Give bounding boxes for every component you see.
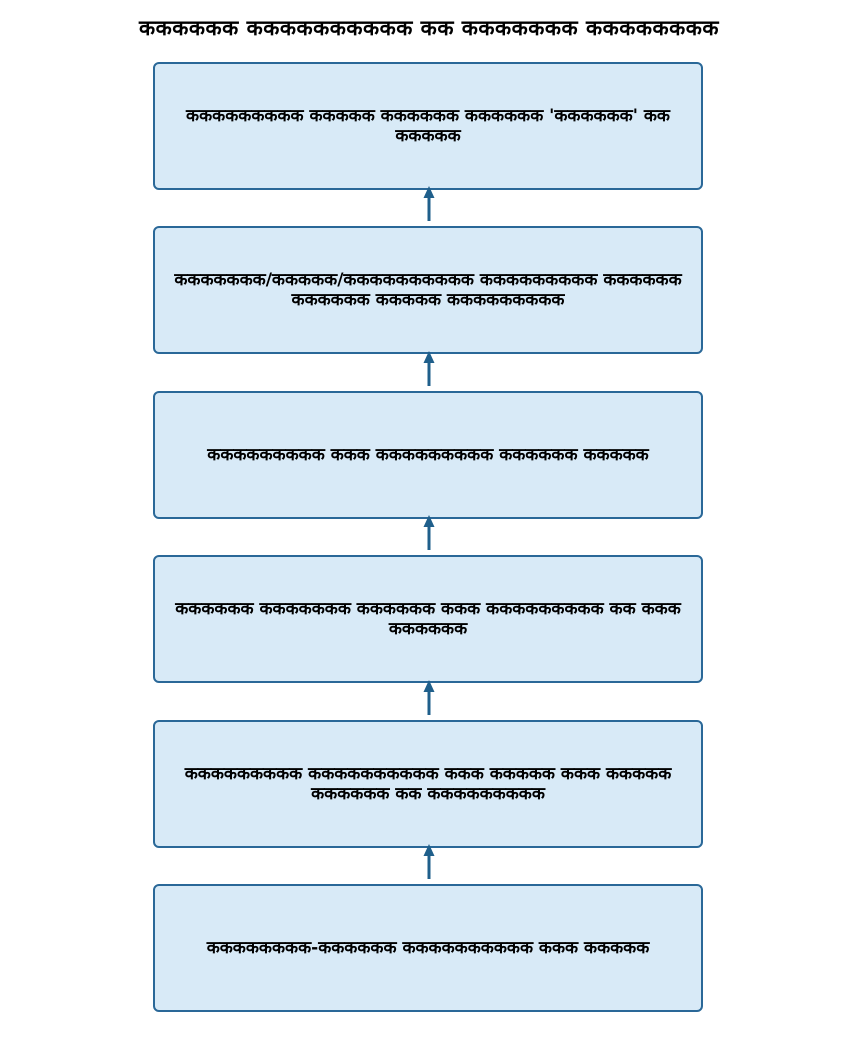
flow-arrow-5 <box>423 844 435 879</box>
step-box-6: कककककककक-कककककक कककककककककक ककक ककककक <box>153 884 703 1012</box>
flow-arrow-4 <box>423 680 435 715</box>
step-box-3: ककककककककक ककक ककककककककक कककककक ककककक <box>153 391 703 519</box>
diagram-title: कककककक कककककककककक कक ककककककक कककककककक <box>139 16 719 40</box>
flow-arrow-3 <box>423 515 435 550</box>
step-label-2: ककककककक/ककककक/कककककककककक ककककककककक ककककक… <box>174 269 682 310</box>
step-label-4: कककककक ककककककक कककककक ककक ककककककककक कक क… <box>175 598 681 639</box>
step-label-3: ककककककककक ककक ककककककककक कककककक ककककक <box>207 444 649 465</box>
step-box-4: कककककक ककककककक कककककक ककक ककककककककक कक क… <box>153 555 703 683</box>
step-label-6: कककककककक-कककककक कककककककककक ककक ककककक <box>206 937 650 958</box>
flow-arrow-2 <box>423 351 435 386</box>
step-label-1: ककककककककक ककककक कककककक कककककक 'कककककक' क… <box>186 105 670 146</box>
flow-arrow-1 <box>423 186 435 221</box>
step-box-5: ककककककककक कककककककककक ककक ककककक ककक ककककक… <box>153 720 703 848</box>
step-label-5: ककककककककक कककककककककक ककक ककककक ककक ककककक… <box>184 763 672 804</box>
step-box-2: ककककककक/ककककक/कककककककककक ककककककककक ककककक… <box>153 226 703 354</box>
step-box-1: ककककककककक ककककक कककककक कककककक 'कककककक' क… <box>153 62 703 190</box>
